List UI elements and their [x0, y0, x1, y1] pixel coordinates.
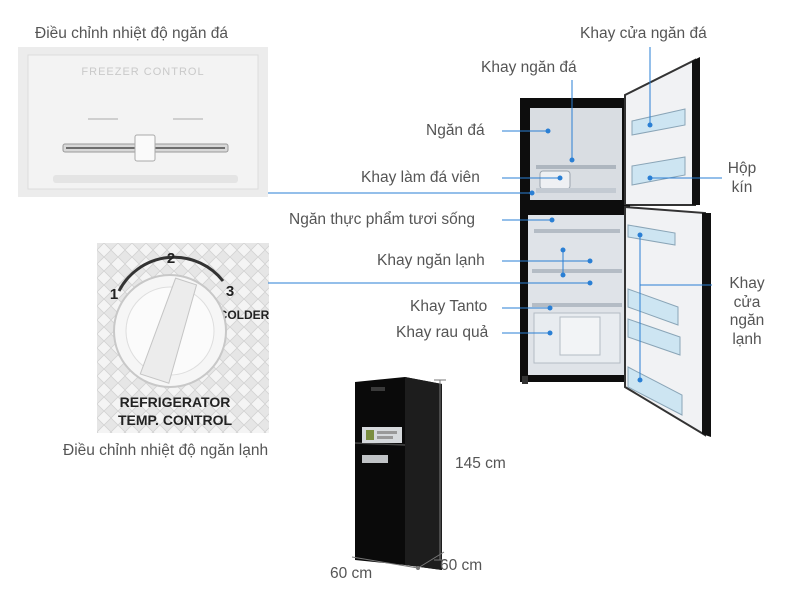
dial-label-line1: REFRIGERATOR — [120, 394, 231, 410]
label-khay-ngan-da: Khay ngăn đá — [481, 59, 577, 76]
dial-number-1: 1 — [110, 286, 118, 303]
refrigerator-dial-panel: 2 1 3 COLDER REFRIGERATOR TEMP. CONTROL — [97, 243, 270, 433]
label-khay-tanto: Khay Tanto — [410, 298, 488, 315]
label-ngan-da: Ngăn đá — [426, 122, 485, 139]
fridge-control-caption: Điều chỉnh nhiệt độ ngăn lạnh — [63, 442, 269, 459]
label-khay-lam-da-vien: Khay làm đá viên — [361, 169, 480, 186]
label-hop-kin: Hộp kín — [727, 160, 757, 196]
freezer-control-panel: FREEZER CONTROL — [18, 47, 268, 197]
closed-refrigerator-illustration — [345, 375, 465, 575]
dial-label-line2: TEMP. CONTROL — [118, 412, 233, 428]
label-khay-ngan-lanh: Khay ngăn lạnh — [377, 252, 485, 269]
dial-number-3: 3 — [226, 283, 234, 300]
freezer-control-caption: Điều chỉnh nhiệt độ ngăn đá — [35, 25, 229, 42]
dimension-width: 60 cm — [330, 565, 373, 582]
label-ngan-thuc-pham-tuoi-song: Ngăn thực phẩm tươi sống — [289, 211, 476, 228]
freezer-panel-text: FREEZER CONTROL — [81, 66, 204, 78]
label-khay-cua-ngan-lanh: Khay cửa ngăn lạnh — [729, 275, 765, 348]
label-khay-rau-qua: Khay rau quả — [396, 324, 489, 341]
dimension-depth: 60 cm — [440, 557, 483, 574]
open-refrigerator-illustration — [500, 55, 720, 445]
label-khay-cua-ngan-da: Khay cửa ngăn đá — [580, 25, 707, 42]
dimension-height: 145 cm — [455, 455, 506, 472]
dial-number-2: 2 — [167, 250, 175, 267]
dial-colder-label: COLDER — [219, 308, 269, 322]
freezer-slider-knob — [134, 134, 156, 162]
